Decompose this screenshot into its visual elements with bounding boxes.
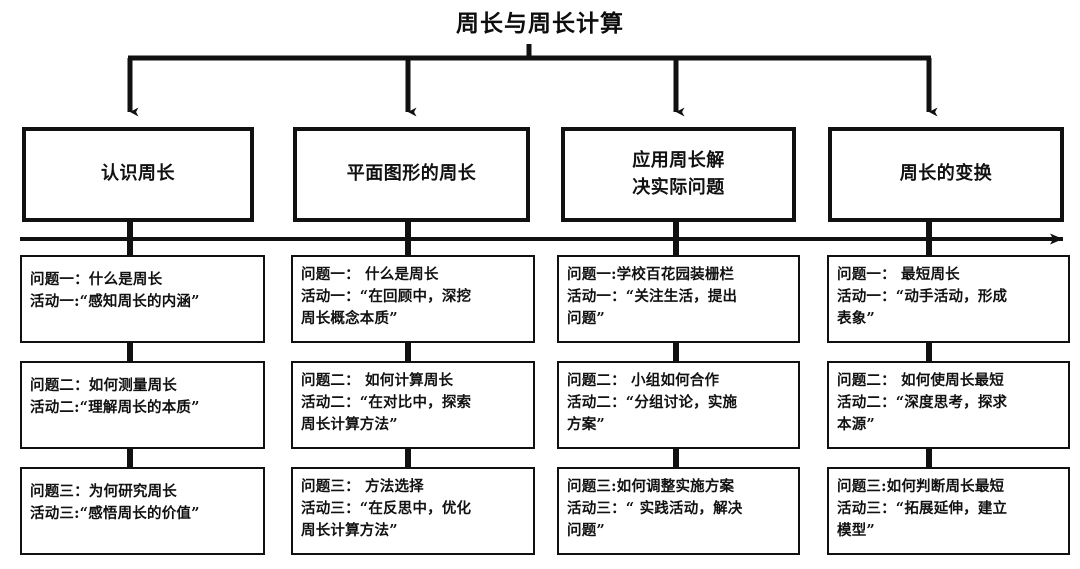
cell-c4-r2-line-1: 问题二： 如何使周长最短 (837, 372, 1004, 389)
cell-c4-r1-line-1: 问题一： 最短周长 (837, 266, 960, 283)
cell-c2-r1-line-3: 周长概念本质” (301, 309, 398, 327)
cell-c3-r3[interactable]: 问题三:如何调整实施方案 活动三：“ 实践活动，解决 问题” (557, 467, 800, 555)
cell-c3-r1-line-1: 问题一:学校百花园装栅栏 (567, 266, 735, 283)
cell-c2-r1[interactable]: 问题一： 什么是周长 活动一：“在回顾中，深挖 周长概念本质” (291, 255, 535, 343)
cell-c3-r3-line-1: 问题三:如何调整实施方案 (567, 478, 735, 495)
page-title: 周长与周长计算 (456, 10, 624, 37)
cell-c4-r3-line-2: 活动三：“拓展延伸，建立 (837, 499, 1008, 517)
cell-c4-r1-line-3: 表象” (837, 309, 875, 327)
cell-c1-r2-line-1: 问题二：如何测量周长 (30, 377, 177, 394)
cell-c4-r2-line-2: 活动二：“深度思考，探求 (837, 393, 1008, 411)
header-box-plane-figure-perimeter[interactable]: 平面图形的周长 (293, 127, 530, 222)
cell-c2-r3-line-2: 活动三：“在反思中，优化 (301, 499, 472, 517)
cell-c3-r3-line-2: 活动三：“ 实践活动，解决 (567, 499, 743, 517)
cell-c3-r1-line-3: 问题” (567, 309, 605, 327)
header-box-4-line-1: 周长的变换 (899, 163, 993, 185)
header-box-3-text: 应用周长解 决实际问题 (626, 148, 731, 200)
cell-c1-r1-line-2: 活动一:“感知周长的内涵” (30, 292, 200, 310)
cell-c1-r3-line-1: 问题三：为何研究周长 (30, 483, 177, 500)
cell-c3-r2-line-1: 问题二： 小组如何合作 (567, 372, 720, 389)
header-box-2-line-1: 平面图形的周长 (346, 163, 477, 185)
cell-c3-r2-line-2: 活动二：“分组讨论，实施 (567, 393, 738, 411)
cell-c4-r3-line-1: 问题三:如何判断周长最短 (837, 478, 1005, 495)
cell-c1-r2[interactable]: 问题二：如何测量周长 活动二:“理解周长的本质” (20, 361, 265, 449)
cell-c2-r1-line-1: 问题一： 什么是周长 (301, 266, 439, 283)
header-box-3-line-1: 应用周长解 (632, 150, 725, 172)
cell-c1-r2-line-2: 活动二:“理解周长的本质” (30, 398, 200, 416)
header-box-1-line-1: 认识周长 (101, 163, 175, 185)
cell-c2-r2-line-1: 问题二： 如何计算周长 (301, 372, 454, 389)
header-box-apply-perimeter[interactable]: 应用周长解 决实际问题 (561, 127, 796, 222)
header-box-4-text: 周长的变换 (894, 161, 999, 187)
cell-c1-r1[interactable]: 问题一：什么是周长 活动一:“感知周长的内涵” (20, 255, 265, 343)
header-box-perimeter-transformation[interactable]: 周长的变换 (828, 127, 1064, 222)
cell-c3-r2-line-3: 方案” (567, 415, 605, 433)
cell-c3-r1[interactable]: 问题一:学校百花园装栅栏 活动一：“关注生活，提出 问题” (557, 255, 800, 343)
cell-c2-r3[interactable]: 问题三： 方法选择 活动三：“在反思中，优化 周长计算方法” (291, 467, 535, 555)
cell-c3-r3-line-3: 问题” (567, 521, 605, 539)
header-box-1-text: 认识周长 (95, 161, 181, 187)
cell-c2-r2-line-3: 周长计算方法” (301, 415, 398, 433)
cell-c1-r3[interactable]: 问题三：为何研究周长 活动三:“感悟周长的价值” (20, 467, 265, 555)
cell-c3-r2[interactable]: 问题二： 小组如何合作 活动二：“分组讨论，实施 方案” (557, 361, 800, 449)
cell-c4-r3-line-3: 模型” (837, 521, 875, 539)
cell-c1-r3-line-2: 活动三:“感悟周长的价值” (30, 504, 200, 522)
header-box-2-text: 平面图形的周长 (341, 161, 483, 187)
cell-c4-r1-line-2: 活动一：“动手活动，形成 (837, 287, 1008, 305)
cell-c4-r2[interactable]: 问题二： 如何使周长最短 活动二：“深度思考，探求 本源” (827, 361, 1070, 449)
cell-c2-r2-line-2: 活动二：“在对比中，探索 (301, 393, 472, 411)
cell-c2-r2[interactable]: 问题二： 如何计算周长 活动二：“在对比中，探索 周长计算方法” (291, 361, 535, 449)
cell-c4-r3[interactable]: 问题三:如何判断周长最短 活动三：“拓展延伸，建立 模型” (827, 467, 1070, 555)
cell-c3-r1-line-2: 活动一：“关注生活，提出 (567, 287, 738, 305)
cell-c2-r1-line-2: 活动一：“在回顾中，深挖 (301, 287, 472, 305)
cell-c4-r2-line-3: 本源” (837, 415, 875, 433)
cell-c2-r3-line-1: 问题三： 方法选择 (301, 478, 424, 495)
cell-c1-r1-line-1: 问题一：什么是周长 (30, 271, 163, 288)
header-box-recognize-perimeter[interactable]: 认识周长 (22, 127, 254, 222)
header-box-3-line-2: 决实际问题 (632, 176, 725, 198)
cell-c4-r1[interactable]: 问题一： 最短周长 活动一：“动手活动，形成 表象” (827, 255, 1070, 343)
cell-c2-r3-line-3: 周长计算方法” (301, 521, 398, 539)
